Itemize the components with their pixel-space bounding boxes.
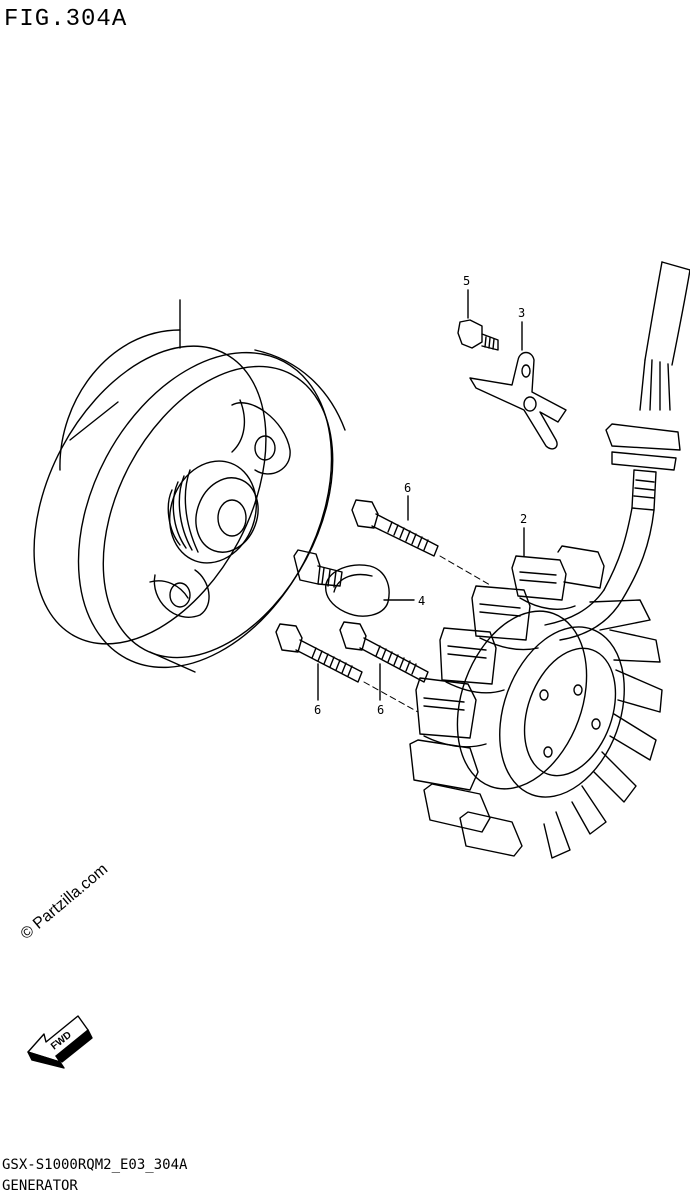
callout-3: 3 xyxy=(518,306,525,320)
figure-title: FIG.304A xyxy=(4,6,128,33)
callout-4: 4 xyxy=(418,594,425,608)
bolt-4-spacer xyxy=(293,549,415,617)
wire-harness xyxy=(544,261,690,641)
bolt-6-lower-left xyxy=(275,623,419,713)
callout-2: 2 xyxy=(520,512,527,526)
bolt-6-upper xyxy=(351,495,491,586)
bolt-5 xyxy=(457,289,499,351)
bolt-6-lower-right xyxy=(339,621,429,701)
callout-6-lower-right: 6 xyxy=(377,703,384,717)
callout-6-upper: 6 xyxy=(404,481,411,495)
footer-diagram-code: GSX-S1000RQM2_E03_304A xyxy=(2,1157,188,1173)
rotor-assembly xyxy=(33,299,346,673)
callout-6-lower-left: 6 xyxy=(314,703,321,717)
clamp-bracket xyxy=(469,321,567,450)
footer-section-name: GENERATOR xyxy=(2,1178,78,1194)
fwd-arrow-icon: FWD xyxy=(27,1015,93,1069)
watermark-text: © Partzilla.com xyxy=(18,861,112,943)
callout-5: 5 xyxy=(463,274,470,288)
stator xyxy=(409,527,663,859)
